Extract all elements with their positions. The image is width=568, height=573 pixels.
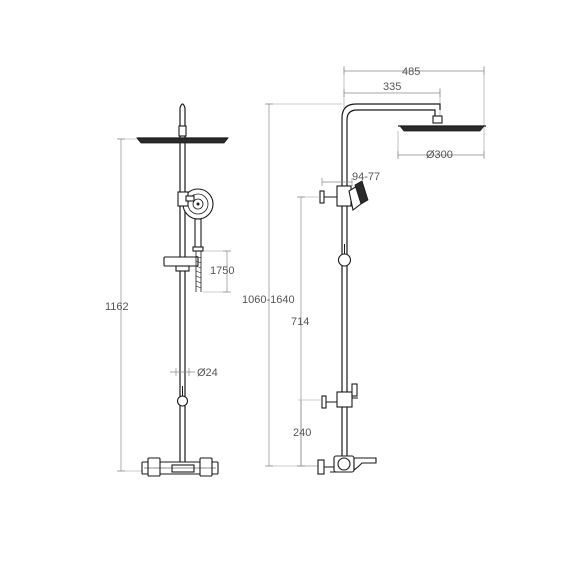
dim-arm-reach: 335 [343,81,441,118]
side-slider-clamp [337,244,352,267]
label-pipe-diameter: Ø24 [197,367,218,379]
dim-slider-range: 714 [291,196,320,467]
label-height-total: 1162 [105,301,129,313]
dim-outlet-height: 240 [293,399,322,466]
dim-arm-span: 485 [343,66,485,158]
dim-head-diameter: Ø300 [397,131,485,161]
label-head-diameter: Ø300 [426,149,453,161]
side-diverter [321,383,358,409]
diverter-knob [176,386,189,407]
label-slider-range: 714 [291,316,309,328]
label-height-range: 1060-1640 [242,294,295,306]
label-arm-span: 485 [402,66,420,78]
front-view: 1162 [105,103,234,477]
side-riser-and-arm [341,103,443,462]
dim-holder-adjust: 94-77 [321,171,380,186]
arm-coupling [432,115,443,124]
top-coupling [178,125,187,137]
side-view: 485 335 Ø300 [242,66,486,475]
dim-hose-length: 1750 [203,250,234,293]
side-mixer-spout [317,455,377,475]
holder-arm [185,195,195,202]
label-hose-length: 1750 [210,265,234,277]
riser-pipe [179,135,186,463]
label-outlet-height: 240 [293,427,311,439]
side-hand-shower [319,180,369,211]
dim-pipe-diameter: Ø24 [170,367,218,379]
dim-height-total: 1162 [105,138,178,472]
label-arm-reach: 335 [383,81,401,93]
side-rain-shower-head [398,125,486,132]
label-holder-adjust: 94-77 [352,171,380,183]
shower-hose [195,251,202,292]
slider-bracket [163,256,199,272]
dim-height-range: 1060-1640 [242,103,342,467]
thermostatic-mixer [141,457,219,477]
rain-shower-head [136,137,229,144]
